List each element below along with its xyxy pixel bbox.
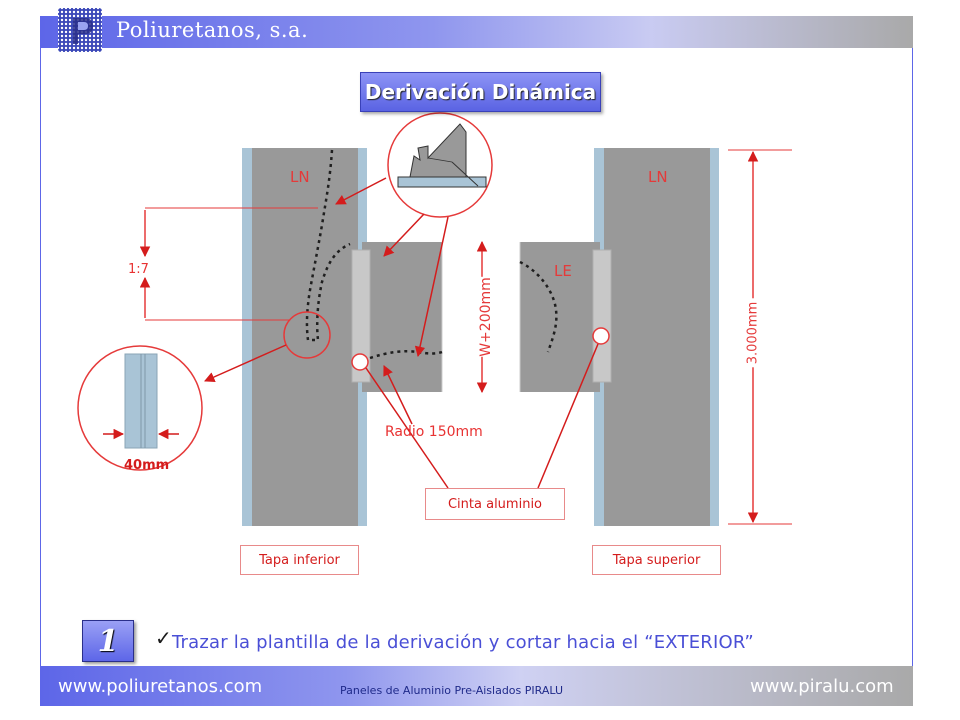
ratio-label: 1:7 <box>128 262 149 277</box>
header-bar <box>40 16 913 48</box>
footer-bar <box>40 666 913 706</box>
footer-link-piralu[interactable]: www.piralu.com <box>750 676 894 697</box>
panel-center-label: LE <box>554 262 572 280</box>
aluminium-strip-right <box>592 249 612 383</box>
cut-line-outer <box>305 149 351 342</box>
panel-right-ln <box>594 148 719 526</box>
company-name: Poliuretanos, s.a. <box>116 18 309 42</box>
tag-cinta-aluminio: Cinta aluminio <box>425 488 565 520</box>
tag-tapa-inferior: Tapa inferior <box>240 545 359 575</box>
instruction-text: Trazar la plantilla de la derivación y c… <box>172 632 754 653</box>
diagram-title: Derivación Dinámica <box>360 72 601 112</box>
pointer-arrows <box>204 177 599 489</box>
frame-left-border <box>40 48 41 670</box>
footer-caption: Paneles de Aluminio Pre-Aislados PIRALU <box>340 684 563 697</box>
company-logo-icon <box>58 8 102 52</box>
cut-line-inner <box>369 350 443 360</box>
cut-line-le <box>519 260 558 353</box>
detail-40mm-label: 40mm <box>124 458 170 473</box>
detail-circle-profile <box>387 112 493 218</box>
frame-right-border <box>912 48 913 670</box>
width-label: W+200mm <box>478 277 494 357</box>
radius-label: Radio 150mm <box>385 424 483 440</box>
detail-circle-40mm <box>77 345 203 471</box>
step-number-badge: 1 <box>82 620 134 662</box>
footer-link-poliuretanos[interactable]: www.poliuretanos.com <box>58 676 263 697</box>
ratio-dimension <box>139 207 318 321</box>
panel-right-label: LN <box>648 168 668 186</box>
detail-marker-circle <box>283 311 331 359</box>
aluminium-strip-left <box>351 249 371 383</box>
panel-left-label: LN <box>290 168 310 186</box>
tag-tapa-superior: Tapa superior <box>592 545 721 575</box>
height-label: 3.000mm <box>745 298 761 368</box>
checkmark-icon: ✓ <box>155 626 172 650</box>
strip-marker-right <box>592 327 610 345</box>
panel-left-ln <box>242 148 367 526</box>
strip-marker-left <box>351 353 369 371</box>
